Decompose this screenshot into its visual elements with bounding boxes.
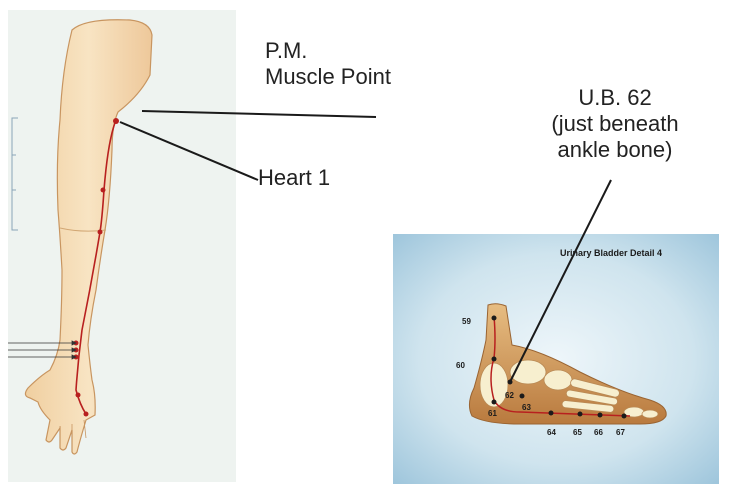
point-label: 67 [616, 428, 625, 437]
meridian-point [98, 230, 103, 235]
heart-1-point [113, 118, 119, 124]
ub-point-66 [598, 413, 603, 418]
point-label: 65 [573, 428, 582, 437]
ub-label-line: ankle bone) [510, 137, 720, 163]
point-label: 61 [488, 409, 497, 418]
ub-point-60 [492, 357, 497, 362]
ub-point-65 [578, 412, 583, 417]
ub-label-line: (just beneath [510, 111, 720, 137]
ub-label-line: U.B. 62 [510, 85, 720, 111]
ub-point-61 [492, 400, 497, 405]
point-label: 66 [594, 428, 603, 437]
heart-1-label: Heart 1 [258, 165, 330, 191]
ub-62-label: U.B. 62 (just beneath ankle bone) [510, 85, 720, 163]
foot-panel: 59 60 61 62 63 64 65 66 67 [393, 234, 719, 484]
ub-point-64 [549, 411, 554, 416]
meridian-point [84, 412, 89, 417]
pm-label-line: Muscle Point [265, 64, 391, 90]
pm-label-line: P.M. [265, 38, 391, 64]
meridian-point [101, 188, 106, 193]
arm-panel [8, 10, 236, 482]
ub-point-63 [520, 394, 525, 399]
point-label: 64 [547, 428, 556, 437]
point-label: 62 [505, 391, 514, 400]
foot-panel-background [393, 234, 719, 484]
foot-panel-title: Urinary Bladder Detail 4 [560, 248, 662, 258]
ub-point-67 [622, 414, 627, 419]
pm-muscle-point-label: P.M. Muscle Point [265, 38, 391, 90]
point-label: 60 [456, 361, 465, 370]
point-label: 59 [462, 317, 471, 326]
point-label: 63 [522, 403, 531, 412]
meridian-point [76, 393, 81, 398]
ub-point-59 [492, 316, 497, 321]
